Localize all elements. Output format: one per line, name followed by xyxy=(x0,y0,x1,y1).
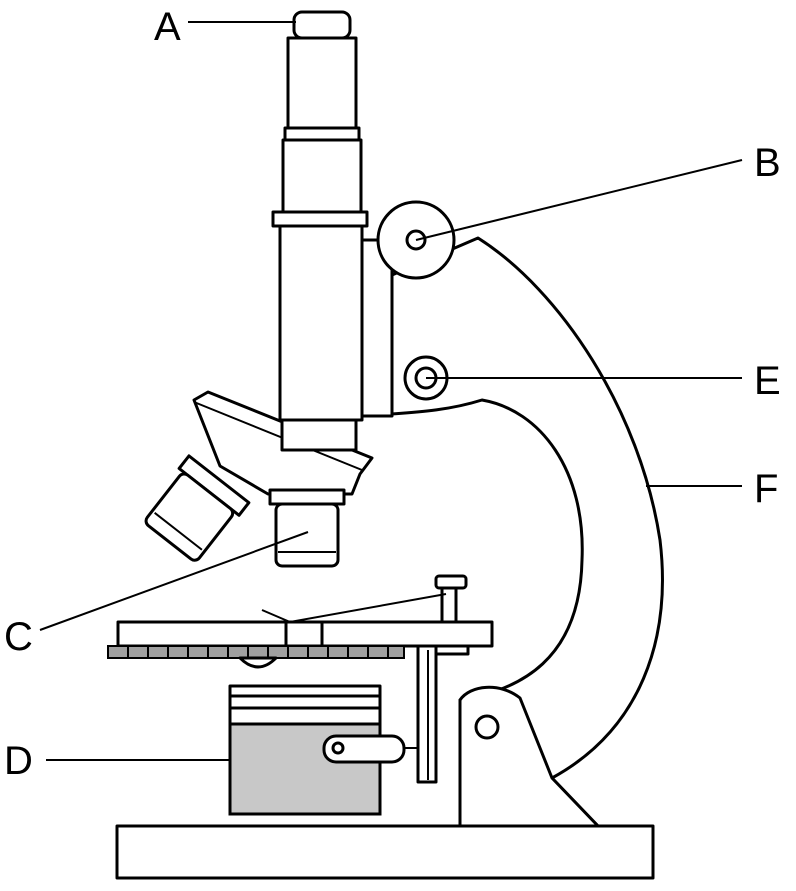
nosepiece-stem xyxy=(280,418,358,452)
draw-tube xyxy=(281,138,363,214)
eyepiece-upper xyxy=(286,36,358,130)
stage-scale xyxy=(127,646,389,658)
mechanical-stage xyxy=(107,645,405,659)
stage-aperture xyxy=(238,656,278,669)
stage-clip xyxy=(261,593,447,624)
eyepiece-ring xyxy=(283,126,361,142)
rod-bracket xyxy=(434,644,470,656)
rack-column xyxy=(360,238,394,418)
objective-lens xyxy=(274,502,340,568)
label-a: A xyxy=(154,5,181,49)
tube-collar xyxy=(271,210,369,228)
slide xyxy=(284,620,324,648)
condenser-band xyxy=(228,706,382,726)
label-b: B xyxy=(754,141,781,185)
condenser-knob-screw-icon xyxy=(331,741,345,755)
stage-clip-post xyxy=(440,586,458,624)
condenser-ring xyxy=(228,694,382,710)
label-c: C xyxy=(4,615,33,659)
label-f: F xyxy=(754,467,778,511)
leader-line-b xyxy=(415,159,743,241)
leader-line-c xyxy=(39,531,309,631)
stage-clip-knob xyxy=(434,574,468,590)
pivot-screw-icon xyxy=(474,714,500,740)
label-e: E xyxy=(754,359,781,403)
label-d: D xyxy=(4,739,33,783)
body-tube xyxy=(278,224,364,422)
nosepiece-top xyxy=(193,401,363,471)
base xyxy=(115,824,655,880)
objective-collar xyxy=(268,488,346,506)
side-objective xyxy=(144,454,251,562)
eyepiece-cap xyxy=(292,10,352,40)
